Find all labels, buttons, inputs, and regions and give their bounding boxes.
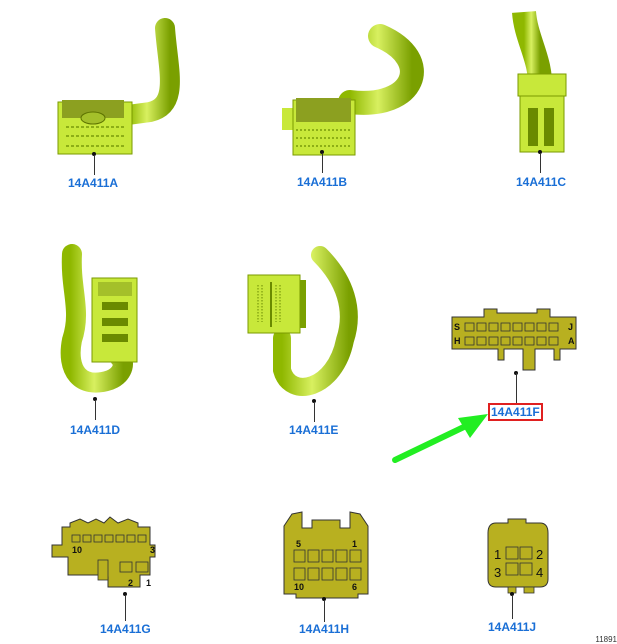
connector-14a411j: 1 2 3 4 14A411J <box>470 505 617 640</box>
connector-14a411b: 14A411B <box>230 0 430 200</box>
pin-label-6: 6 <box>352 582 357 592</box>
harness-connector-d-illustration <box>60 244 138 393</box>
pin-label-2: 2 <box>536 547 543 562</box>
leader-dot <box>538 150 542 154</box>
connector-label: 14A411A <box>68 176 119 190</box>
connector-label: 14A411H <box>299 622 350 636</box>
connector-14a411c: 14A411C <box>430 0 617 200</box>
leader-dot <box>312 399 316 403</box>
pin-label-1: 1 <box>352 539 357 549</box>
connector-label: 14A411E <box>289 423 339 437</box>
leader-dot <box>322 597 326 601</box>
connector-label: 14A411G <box>100 622 151 636</box>
connector-label: 14A411J <box>488 620 537 634</box>
leader-line <box>94 155 95 175</box>
leader-line <box>125 595 126 621</box>
connector-label-highlighted: 14A411F <box>488 403 543 421</box>
pin-label-s: S <box>454 322 460 332</box>
pin-label-j: J <box>568 322 573 332</box>
pin-label-1: 1 <box>146 578 151 588</box>
pin-label-10: 10 <box>72 545 82 555</box>
pin-label-3: 3 <box>494 565 501 580</box>
connector-label: 14A411B <box>297 175 348 189</box>
leader-line <box>540 153 541 173</box>
pin-label-10: 10 <box>294 582 304 592</box>
harness-connector-c-illustration <box>512 10 567 153</box>
harness-connector-b-illustration <box>282 24 424 156</box>
pin-label-5: 5 <box>296 539 301 549</box>
leader-dot <box>93 397 97 401</box>
leader-line <box>516 373 517 403</box>
pin-label-2: 2 <box>128 578 133 588</box>
harness-connector-e-illustration <box>247 246 358 396</box>
leader-line <box>512 595 513 619</box>
connector-f-face-view: S J H A <box>451 308 577 371</box>
connector-14a411h: 5 1 10 6 14A411H <box>270 500 390 640</box>
connector-14a411g: 10 3 2 1 14A411G <box>40 505 180 640</box>
leader-dot <box>123 592 127 596</box>
leader-line <box>95 400 96 420</box>
connector-14a411d: 14A411D <box>40 240 200 440</box>
leader-line <box>322 153 323 173</box>
leader-dot <box>92 152 96 156</box>
leader-dot <box>320 150 324 154</box>
connector-label: 14A411C <box>516 175 567 189</box>
connector-h-face-view: 5 1 10 6 <box>283 511 369 599</box>
connector-14a411a: 14A411A <box>0 0 210 200</box>
pin-label-a: A <box>568 336 575 346</box>
connector-g-face-view: 10 3 2 1 <box>51 516 156 588</box>
leader-line <box>314 402 315 422</box>
pin-label-4: 4 <box>536 565 543 580</box>
pin-label-3: 3 <box>150 545 155 555</box>
harness-connector-a-illustration <box>57 18 180 155</box>
connector-label: 14A411D <box>70 423 121 437</box>
connector-j-face-view: 1 2 3 4 <box>487 518 549 594</box>
connector-14a411f: S J H A 14A411F <box>440 295 600 425</box>
leader-line <box>324 600 325 622</box>
pin-label-1: 1 <box>494 547 501 562</box>
pin-label-h: H <box>454 336 461 346</box>
connector-14a411e: 14A411E <box>230 240 390 440</box>
leader-dot <box>510 592 514 596</box>
